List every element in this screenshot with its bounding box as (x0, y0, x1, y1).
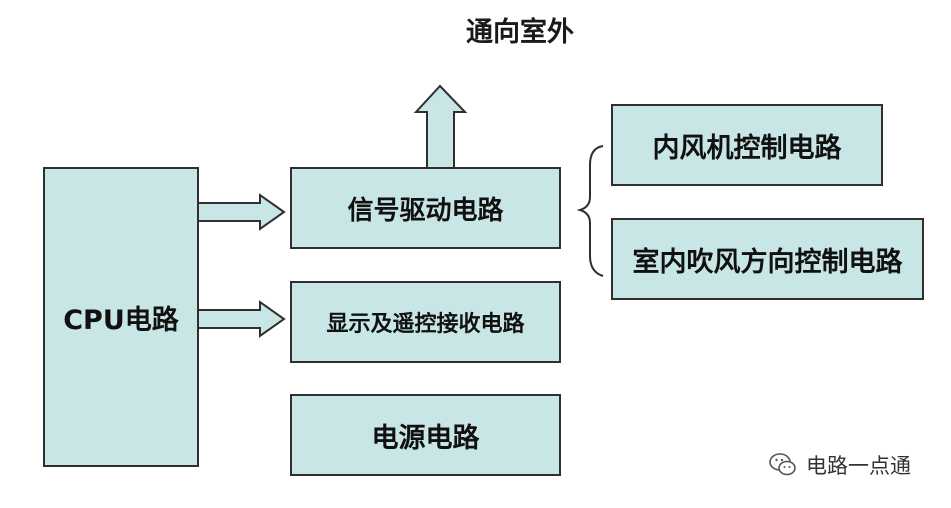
inner-fan-control-label: 内风机控制电路 (652, 132, 842, 164)
signal-drive-box: 信号驱动电路 (290, 167, 561, 249)
display-remote-box: 显示及遥控接收电路 (290, 281, 561, 363)
cpu-circuit-box: CPU电路 (43, 167, 199, 467)
up-arrow (413, 84, 468, 169)
airflow-direction-control-label: 室内吹风方向控制电路 (632, 246, 903, 278)
cpu-circuit-label: CPU电路 (63, 304, 179, 336)
right-arrow-signal (197, 193, 286, 231)
power-circuit-label: 电源电路 (371, 422, 480, 454)
inner-fan-control-box: 内风机控制电路 (611, 104, 883, 186)
watermark: 电路一点通 (768, 450, 911, 480)
signal-drive-label: 信号驱动电路 (347, 195, 504, 226)
right-arrow-display (197, 300, 286, 338)
power-circuit-box: 电源电路 (290, 394, 561, 476)
display-remote-label: 显示及遥控接收电路 (326, 312, 525, 337)
watermark-text: 电路一点通 (806, 454, 911, 478)
brace (576, 145, 604, 277)
outdoor-label: 通向室外 (466, 17, 574, 48)
wechat-icon (769, 453, 796, 476)
airflow-direction-control-box: 室内吹风方向控制电路 (611, 218, 924, 300)
